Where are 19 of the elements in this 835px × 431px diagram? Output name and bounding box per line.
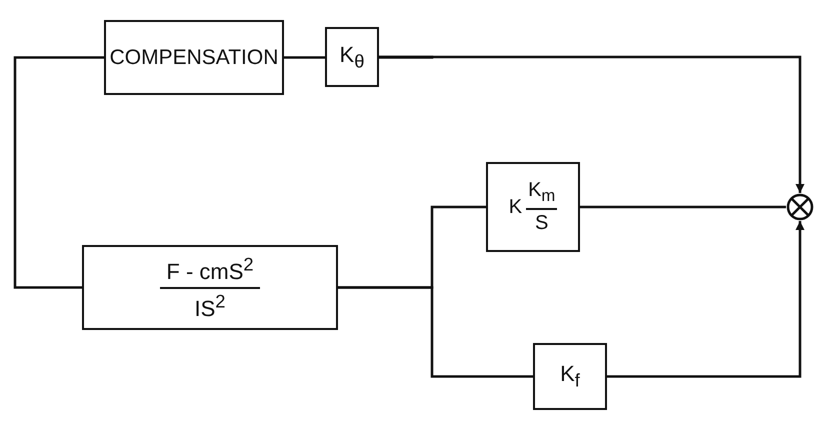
block-label: K$_{f}$ — [560, 362, 580, 391]
block-box — [486, 162, 580, 252]
gain-text: K — [508, 196, 522, 218]
denominator: S — [535, 210, 548, 235]
numerator: F - cmS$^{2}$ — [160, 254, 260, 288]
signal-line — [14, 56, 104, 289]
block-box — [533, 343, 607, 410]
summing-junction — [786, 193, 814, 221]
denominator: IS$^{2}$ — [194, 290, 226, 322]
signal-line — [580, 206, 786, 208]
numerator: K$_{m}$ — [526, 179, 558, 210]
signal-line — [338, 286, 533, 378]
block-box — [104, 20, 284, 95]
signal-line — [607, 221, 804, 378]
block-label: K$_{θ}$ — [340, 42, 364, 72]
block-box — [82, 245, 338, 330]
signal-line — [379, 56, 804, 193]
block-box — [325, 27, 379, 87]
block-label: COMPENSATION — [110, 46, 278, 70]
